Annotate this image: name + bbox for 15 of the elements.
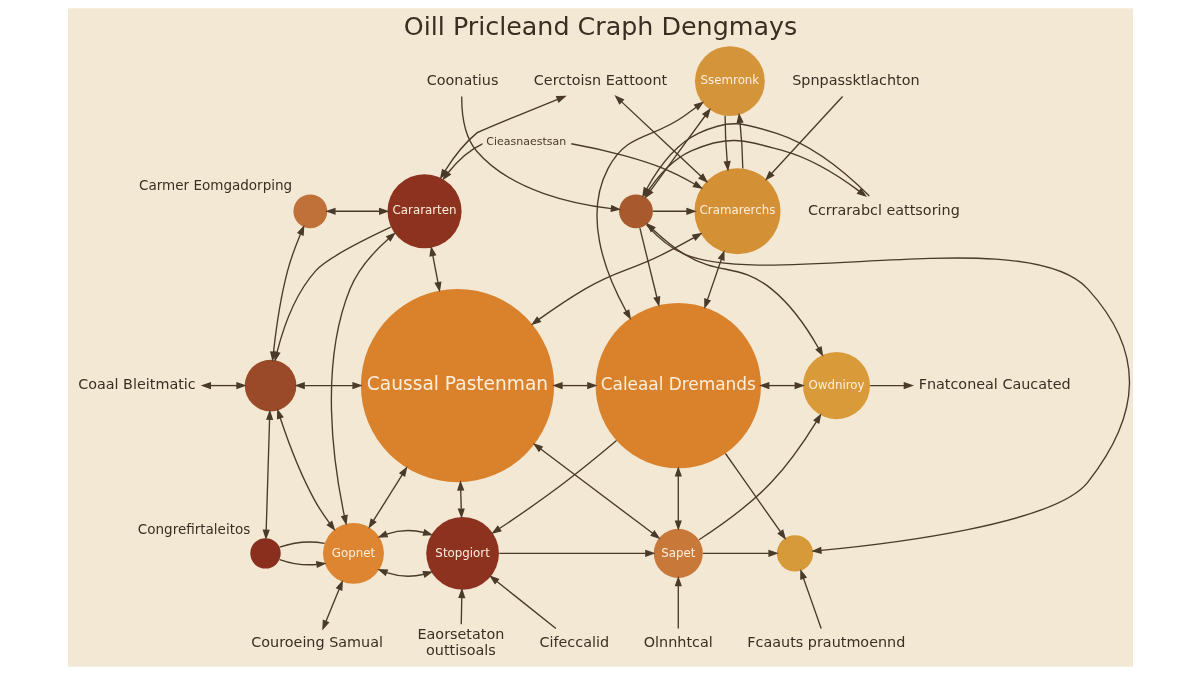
node-text: Couroeing Samual — [250, 634, 383, 651]
node-text: Ccrrarabcl eattsoring — [807, 201, 960, 218]
edge-label: Cieasnaestsan — [485, 135, 566, 149]
node-text: Coonatius — [426, 71, 498, 88]
node-text: Coaal Bleitmatic — [77, 376, 196, 393]
node-text: Cerctoisn Eattoont — [533, 71, 667, 88]
node-text: Spnpassktlachton — [791, 71, 920, 88]
node-text: Cifeccalid — [538, 634, 609, 651]
node-text: Fnatconeal Caucated — [918, 376, 1071, 393]
node-text: Olnnhtcal — [643, 634, 713, 651]
node-label: Congrefirtaleitos — [137, 520, 250, 537]
node-text: Fcaauts prautmoennd — [746, 634, 905, 651]
diagram-title: Oill Pricleand Craph Dengmays — [403, 11, 797, 42]
node-label: Carmer Eomgadorping — [138, 176, 292, 193]
node-text: Eaorsetaton outtisoals — [416, 626, 504, 659]
